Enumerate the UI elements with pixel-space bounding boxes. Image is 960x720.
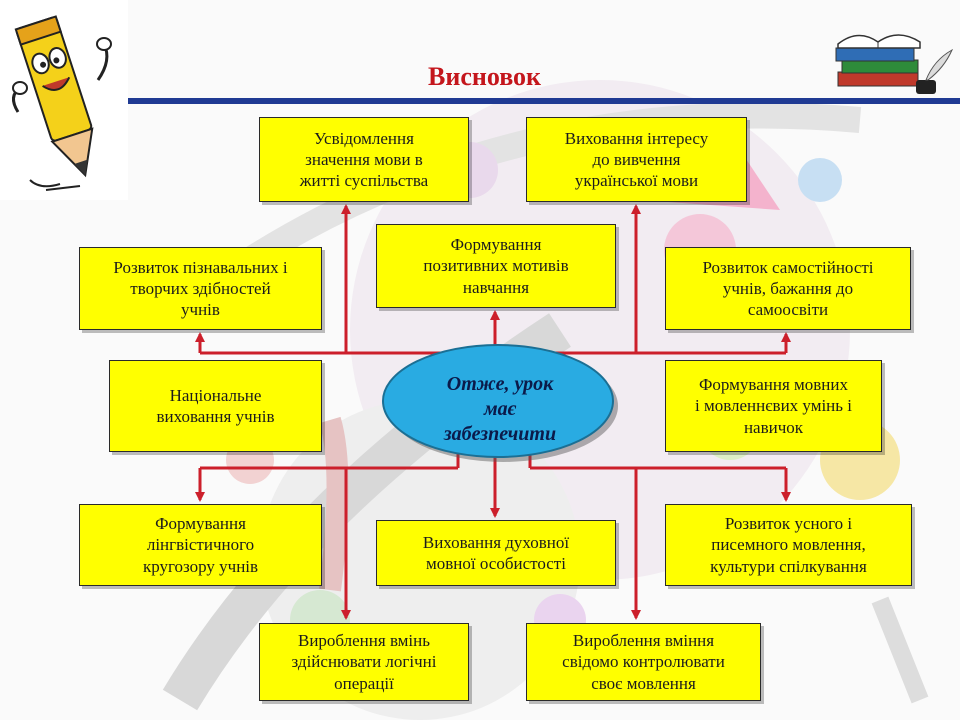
books-icon bbox=[835, 34, 921, 87]
box-interest-text: Виховання інтересу до вивчення українськ… bbox=[564, 128, 709, 191]
box-spiritual: Виховання духовної мовної особистості bbox=[376, 520, 616, 586]
box-awareness: Усвідомлення значення мови в житті суспі… bbox=[259, 117, 469, 202]
box-logic-text: Вироблення вмінь здійснювати логічні опе… bbox=[291, 631, 437, 693]
box-national: Національне виховання учнів bbox=[109, 360, 322, 452]
central-ellipse bbox=[382, 344, 614, 458]
box-control-text: Вироблення вміння свідомо контролювати с… bbox=[562, 631, 725, 693]
box-skills-text: Формування мовних і мовленнєвих умінь і … bbox=[694, 375, 852, 437]
pencil-mascot-icon bbox=[0, 0, 128, 200]
box-interest: Виховання інтересу до вивчення українськ… bbox=[526, 117, 747, 202]
box-speech: Розвиток усного і писемного мовлення, ку… bbox=[665, 504, 912, 586]
box-spiritual-text: Виховання духовної мовної особистості bbox=[422, 532, 570, 573]
box-motives: Формування позитивних мотивів навчання bbox=[376, 224, 616, 308]
box-speech-text: Розвиток усного і писемного мовлення, ку… bbox=[710, 514, 867, 576]
box-awareness-text: Усвідомлення значення мови в житті суспі… bbox=[299, 128, 429, 191]
central-ellipse-text: Отже, урок має забезпечити bbox=[443, 373, 557, 445]
box-logic: Вироблення вмінь здійснювати логічні опе… bbox=[259, 623, 469, 701]
title-underline bbox=[128, 98, 960, 104]
box-linguistic: Формування лінгвістичного кругозору учні… bbox=[79, 504, 322, 586]
box-cognitive: Розвиток пізнавальних і творчих здібност… bbox=[79, 247, 322, 330]
box-independence-text: Розвиток самостійності учнів, бажання до… bbox=[702, 257, 874, 320]
box-motives-text: Формування позитивних мотивів навчання bbox=[423, 235, 569, 297]
quill-inkwell-icon bbox=[916, 48, 954, 94]
box-independence: Розвиток самостійності учнів, бажання до… bbox=[665, 247, 911, 330]
box-cognitive-text: Розвиток пізнавальних і творчих здібност… bbox=[113, 257, 288, 320]
box-linguistic-text: Формування лінгвістичного кругозору учні… bbox=[142, 514, 259, 576]
box-skills: Формування мовних і мовленнєвих умінь і … bbox=[665, 360, 882, 452]
box-national-text: Національне виховання учнів bbox=[156, 385, 275, 426]
slide-title: Висновок bbox=[428, 62, 542, 91]
box-control: Вироблення вміння свідомо контролювати с… bbox=[526, 623, 761, 701]
